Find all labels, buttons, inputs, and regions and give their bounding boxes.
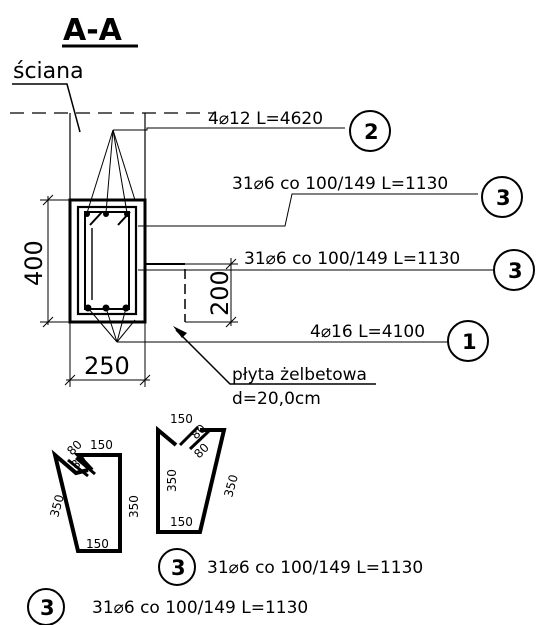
- dim-250-label: 250: [84, 352, 130, 380]
- section-title: A-A: [63, 13, 123, 48]
- svg-text:150: 150: [86, 537, 109, 551]
- stirrup-mid-text: 31⌀6 co 100/149 L=1130: [244, 249, 460, 269]
- dim-200: [185, 258, 238, 328]
- bar1-mark: 1: [447, 320, 489, 362]
- bar-top-left: [84, 211, 90, 217]
- bar2-leaders: [86, 127, 345, 214]
- stirrup-shape-right: 150 80 80 350 350 150: [156, 412, 241, 534]
- beam-section: [68, 198, 147, 324]
- svg-text:3: 3: [40, 596, 55, 620]
- stirrup-upper-leader: [138, 193, 478, 227]
- svg-text:31⌀6 co 100/149 L=1130: 31⌀6 co 100/149 L=1130: [92, 598, 308, 618]
- svg-text:3: 3: [508, 259, 523, 283]
- svg-text:150: 150: [170, 515, 193, 529]
- bar1-leaders: [87, 307, 448, 343]
- bar2-mark: 2: [349, 110, 391, 152]
- stirrup-upper-text: 31⌀6 co 100/149 L=1130: [232, 174, 448, 194]
- svg-text:350: 350: [221, 473, 240, 499]
- bar1-text: 4⌀16 L=4100: [310, 322, 425, 342]
- svg-text:350: 350: [165, 469, 179, 492]
- stirrup-upper-mark: 3: [481, 176, 523, 218]
- dim-250: [64, 322, 151, 387]
- svg-text:350: 350: [127, 495, 141, 518]
- svg-text:350: 350: [47, 493, 66, 519]
- bar-top-right: [124, 211, 130, 217]
- dim-200-label: 200: [206, 270, 234, 316]
- svg-text:150: 150: [90, 438, 113, 452]
- svg-text:3: 3: [171, 556, 186, 580]
- stirrup-outer: [76, 205, 138, 316]
- wall-leader: [12, 83, 81, 133]
- stirrup-shape-left: 150 80 80 350 350 150: [47, 437, 141, 553]
- slab-outline: [145, 263, 186, 322]
- svg-text:31⌀6 co 100/149 L=1130: 31⌀6 co 100/149 L=1130: [207, 558, 423, 578]
- stirrup-hook-a: [89, 211, 103, 226]
- stirrup-mid-mark: 3: [493, 249, 535, 291]
- svg-text:150: 150: [170, 412, 193, 426]
- dim-400: [40, 194, 70, 328]
- bar2-text: 4⌀12 L=4620: [208, 109, 323, 129]
- svg-text:3: 3: [496, 186, 511, 210]
- svg-text:1: 1: [462, 330, 477, 354]
- slab-leader: [175, 329, 376, 385]
- slab-label: płyta żelbetowa: [232, 365, 367, 385]
- dim-400-label: 400: [20, 240, 48, 286]
- schedule-row: 3 31⌀6 co 100/149 L=1130: [158, 548, 423, 586]
- wall-label: ściana: [13, 59, 84, 84]
- bar-top-mid: [103, 211, 109, 217]
- svg-text:2: 2: [364, 120, 379, 144]
- slab-leader-arrow: [173, 326, 187, 338]
- slab-thickness: d=20,0cm: [232, 389, 321, 409]
- schedule-row: 3 31⌀6 co 100/149 L=1130: [27, 588, 308, 625]
